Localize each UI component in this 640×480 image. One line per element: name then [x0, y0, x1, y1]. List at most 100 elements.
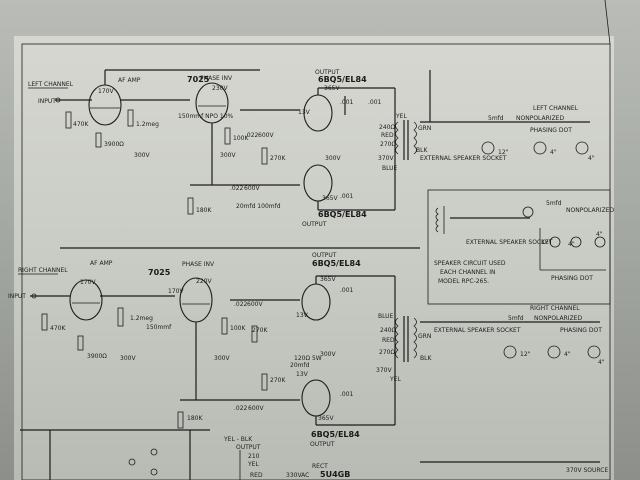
left-tube1-label: 7025 — [187, 75, 210, 84]
left-npo-label: 150mmf NPO 10% — [178, 113, 234, 120]
power-source: 370V SOURCE — [566, 467, 608, 474]
left-blue: BLUE — [382, 165, 398, 172]
left-300v-a: 300V — [134, 152, 150, 159]
power-red: RED — [250, 472, 263, 479]
right-speaker-4b — [587, 345, 601, 359]
left-channel-label: LEFT CHANNEL — [28, 81, 74, 88]
left-sp4b: 4" — [588, 155, 595, 162]
left-channel-section: LEFT CHANNEL INPUT AF AMP 170V 470K 3900… — [28, 69, 595, 228]
right-150mmf: 150mmf — [146, 324, 172, 331]
right-c022-a: .022 — [234, 301, 248, 308]
right-sp4b: 4" — [598, 359, 605, 366]
left-r1meg — [127, 109, 134, 127]
right-300v-a: 300V — [120, 355, 136, 362]
left-input-label: INPUT — [38, 98, 56, 105]
right-c001-b: .001 — [340, 391, 354, 398]
left-phase-inv-label: PHASE INV — [200, 75, 233, 82]
left-170v: 170V — [98, 88, 114, 95]
left-370v: 370V — [378, 155, 394, 162]
right-ohm-b: 270Ω — [379, 349, 395, 356]
left-ot-secondary — [413, 121, 417, 155]
inset-sp12: 12" — [541, 239, 552, 246]
inset-phasing: PHASING DOT — [551, 275, 593, 282]
right-cap5: 5mfd — [508, 315, 524, 322]
right-tube-out-top: 6BQ5/EL84 — [312, 259, 361, 268]
power-section: YEL - BLK OUTPUT 210 YEL RECT 5U4GB 330V… — [20, 429, 608, 480]
left-r100k-a-label: 100K — [233, 135, 249, 142]
right-cap20: 20mfd — [290, 362, 310, 369]
right-ext-spk: EXTERNAL SPEAKER SOCKET — [434, 327, 521, 334]
power-t1: YEL - BLK — [223, 436, 253, 443]
right-nonpol: NONPOLARIZED — [534, 315, 582, 322]
inset-speaker-4a — [570, 236, 582, 248]
right-ohm-a: 240Ω — [380, 327, 396, 334]
left-r3900-label: 3900Ω — [104, 141, 124, 148]
left-ch-label: LEFT CHANNEL — [533, 105, 579, 112]
right-13v-b: 13V — [296, 371, 309, 378]
right-r1meg-label: 1.2meg — [130, 315, 153, 322]
left-r3900 — [95, 132, 102, 148]
left-speaker-12 — [481, 141, 495, 155]
left-230v: 230V — [212, 85, 228, 92]
right-r100k-a — [221, 317, 228, 335]
right-af-amp-tube — [69, 279, 103, 321]
left-c001-c-label: .001 — [340, 193, 354, 200]
inset-cap5: 5mfd — [546, 200, 562, 207]
power-yel: YEL — [247, 461, 259, 468]
right-r180k-label: 180K — [187, 415, 203, 422]
right-input-label: INPUT — [8, 293, 26, 300]
right-blk: BLK — [420, 355, 432, 362]
left-c022-label: .022 — [245, 132, 259, 139]
left-r100k-a — [224, 127, 231, 145]
right-grn: GRN — [418, 333, 431, 340]
right-phasing: PHASING DOT — [560, 327, 602, 334]
inset-sp4b: 4" — [596, 231, 603, 238]
left-13v: 13V — [298, 109, 311, 116]
right-phase-inv-label: PHASE INV — [182, 261, 215, 268]
right-output-top: OUTPUT — [312, 252, 337, 259]
left-c600-label: 600V — [258, 132, 274, 139]
left-sp4a: 4" — [550, 149, 557, 156]
left-af-amp-label: AF AMP — [118, 77, 141, 84]
inset-ext-spk: EXTERNAL SPEAKER SOCKET — [466, 239, 553, 246]
right-220v: 220V — [196, 278, 212, 285]
left-input-jack — [55, 97, 61, 103]
right-red: RED — [382, 337, 395, 344]
inset-note-3: MODEL RPC-265. — [438, 278, 489, 285]
right-300v-b: 300V — [214, 355, 230, 362]
right-sp12: 12" — [520, 351, 531, 358]
left-r270k-label: 270K — [270, 155, 286, 162]
left-tube-out-bottom: 6BQ5/EL84 — [318, 210, 367, 219]
left-r1meg-label: 1.2meg — [136, 121, 159, 128]
right-ch-label: RIGHT CHANNEL — [530, 305, 580, 312]
right-speaker-4a — [547, 345, 561, 359]
power-pin-b — [150, 448, 158, 456]
left-r180k-label: 180K — [196, 207, 212, 214]
right-r3900 — [77, 335, 84, 351]
speaker-circuit-inset: EXTERNAL SPEAKER SOCKET 5mfd NONPOLARIZE… — [427, 189, 614, 305]
right-r3900-label: 3900Ω — [87, 353, 107, 360]
left-cap5: 5mfd — [488, 115, 504, 122]
left-300v-c: 300V — [325, 155, 341, 162]
right-c600-b: 600V — [248, 405, 264, 412]
right-c001-a: .001 — [340, 287, 354, 294]
right-r270k-b — [261, 373, 268, 391]
right-365v-a: 365V — [320, 276, 336, 283]
left-300v-b: 300V — [220, 152, 236, 159]
right-r180k — [177, 411, 184, 429]
left-ohm-a: 240Ω — [379, 124, 395, 131]
right-ot-primary — [395, 317, 399, 359]
left-grn: GRN — [418, 125, 431, 132]
right-speaker-12 — [503, 345, 517, 359]
power-330v: 330VAC — [286, 472, 309, 479]
inset-transformer — [435, 207, 439, 233]
right-120ohm: 120Ω 5W — [294, 355, 322, 362]
right-af-amp-label: AF AMP — [90, 260, 113, 267]
right-output-bottom: OUTPUT — [310, 441, 335, 448]
left-tube-out-top: 6BQ5/EL84 — [318, 75, 367, 84]
right-13v-a: 13V — [296, 312, 309, 319]
right-sp4a: 4" — [564, 351, 571, 358]
right-365v-b: 365V — [318, 415, 334, 422]
left-ot-primary — [395, 121, 399, 155]
